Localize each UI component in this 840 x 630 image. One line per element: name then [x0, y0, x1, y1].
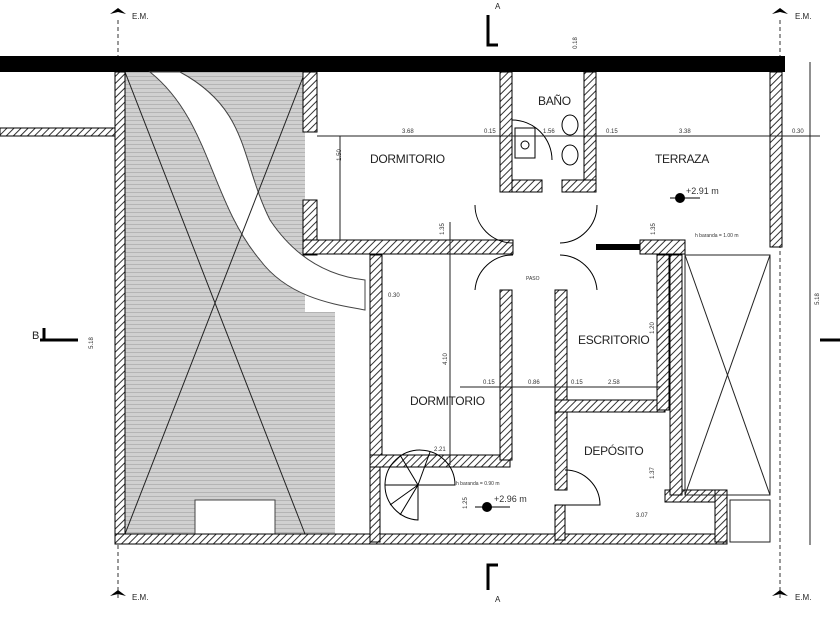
room-dormitorio-top: DORMITORIO	[370, 152, 445, 166]
room-paso: PASO	[526, 276, 540, 282]
section-label-top: A	[495, 2, 501, 11]
dim-dorm-height: 4.10	[442, 353, 449, 365]
level-stair: +2.96 m	[494, 494, 527, 504]
dim-small-v1: 1.50	[336, 149, 343, 161]
dim-mid-1: 0.86	[528, 380, 540, 386]
void-hatch-bottom	[125, 312, 335, 534]
dim-top-3: 0.15	[606, 129, 618, 135]
spiral-stair	[384, 449, 456, 521]
walls	[114, 71, 783, 545]
dim-overall-right: 5.18	[814, 293, 821, 305]
left-balcony	[0, 127, 116, 137]
dim-left-wall: 0.30	[388, 293, 400, 299]
dim-top-5: 0.30	[792, 129, 804, 135]
dim-small-v4: 1.20	[649, 322, 656, 334]
em-label-br: E.M.	[795, 593, 812, 602]
dim-top-2: 1.56	[543, 129, 555, 135]
room-dormitorio-bottom: DORMITORIO	[410, 394, 485, 408]
section-marks	[40, 15, 840, 590]
em-label-bl: E.M.	[132, 593, 149, 602]
section-label-bottom: A	[495, 595, 501, 604]
doors	[474, 119, 601, 506]
dim-mid-2: 0.15	[571, 380, 583, 386]
dim-top-vertical: 0.18	[572, 37, 579, 49]
dim-left-side: 5.18	[88, 337, 95, 349]
dim-top-4: 3.38	[679, 129, 691, 135]
dim-small-v2: 1.35	[439, 223, 446, 235]
dim-small-v6: 1.25	[462, 497, 469, 509]
em-label-tl: E.M.	[132, 12, 149, 21]
room-bano: BAÑO	[538, 94, 571, 108]
dim-mid-0: 0.15	[483, 380, 495, 386]
section-label-left: B	[32, 330, 40, 342]
dimension-lines	[317, 62, 820, 545]
em-label-tr: E.M.	[795, 12, 812, 21]
dim-top-0: 3.68	[402, 129, 414, 135]
em-symbols	[110, 8, 788, 608]
dim-dorm-width: 2.21	[434, 447, 446, 453]
dim-top-1: 0.15	[484, 129, 496, 135]
top-beam	[0, 56, 785, 72]
room-escritorio: ESCRITORIO	[578, 333, 650, 347]
level-markers	[475, 193, 700, 512]
note-baranda-bottom: h baranda = 0.90 m	[456, 481, 500, 487]
note-baranda-top: h baranda = 1.00 m	[695, 233, 739, 239]
level-terraza: +2.91 m	[686, 186, 719, 196]
room-terraza: TERRAZA	[655, 152, 709, 166]
dim-small-v5: 1.37	[649, 467, 656, 479]
dim-mid-3: 2.58	[608, 380, 620, 386]
dim-deposito-width: 3.07	[636, 513, 648, 519]
curved-ramp	[148, 71, 366, 311]
room-deposito: DEPÓSITO	[584, 444, 644, 458]
dim-small-v3: 1.35	[650, 223, 657, 235]
